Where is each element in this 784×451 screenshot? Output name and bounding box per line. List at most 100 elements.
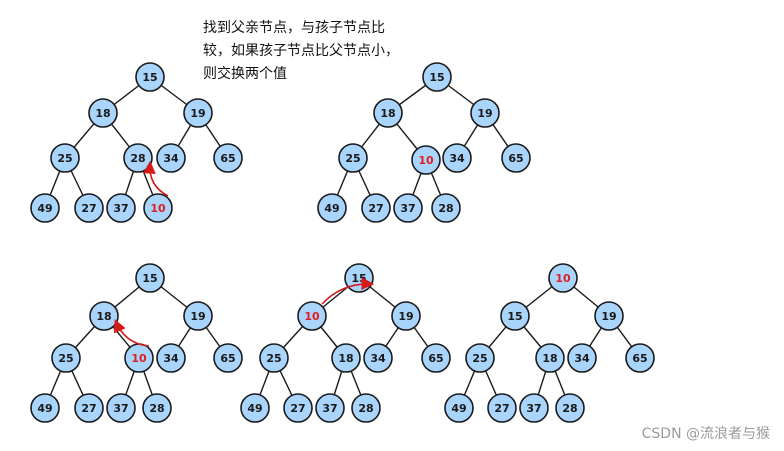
tree-node: 19: [183, 301, 213, 331]
node-circle: [625, 343, 655, 373]
node-label: 34: [163, 352, 179, 365]
node-circle: [183, 301, 213, 331]
tree-node: 19: [594, 301, 624, 331]
tree-node: 10: [297, 301, 327, 331]
node-label: 19: [190, 310, 205, 323]
node-label: 34: [163, 152, 179, 165]
node-circle: [30, 193, 60, 223]
node-label: 28: [438, 202, 453, 215]
node-label: 18: [380, 107, 395, 120]
node-label: 28: [130, 152, 145, 165]
node-label: 37: [113, 202, 128, 215]
tree-node: 10: [124, 343, 154, 373]
tree-node: 27: [361, 193, 391, 223]
tree-node: 34: [442, 143, 472, 173]
node-label: 25: [57, 152, 72, 165]
node-label: 34: [370, 352, 386, 365]
tree-node: 25: [259, 343, 289, 373]
node-circle: [411, 145, 441, 175]
node-label: 49: [324, 202, 339, 215]
tree-node: 10: [548, 263, 578, 293]
node-circle: [373, 98, 403, 128]
tree-node: 28: [142, 393, 172, 423]
node-label: 25: [345, 152, 360, 165]
swap-arrow: [113, 319, 150, 347]
node-label: 65: [508, 152, 523, 165]
node-circle: [51, 343, 81, 373]
tree-node: 28: [431, 193, 461, 223]
node-label: 10: [555, 272, 571, 285]
node-label: 19: [398, 310, 413, 323]
node-label: 28: [149, 402, 164, 415]
node-label: 25: [472, 352, 487, 365]
node-label: 10: [418, 154, 434, 167]
tree-node: 28: [555, 393, 585, 423]
node-circle: [363, 343, 393, 373]
node-circle: [501, 143, 531, 173]
tree-node: 25: [465, 343, 495, 373]
tree-node: 10: [143, 193, 173, 223]
node-circle: [331, 343, 361, 373]
node-circle: [519, 393, 549, 423]
node-circle: [548, 263, 578, 293]
node-circle: [470, 98, 500, 128]
node-label: 49: [37, 202, 52, 215]
node-label: 15: [429, 71, 444, 84]
node-label: 37: [322, 402, 337, 415]
tree-node: 65: [213, 343, 243, 373]
node-label: 27: [494, 402, 509, 415]
node-label: 18: [338, 352, 353, 365]
node-circle: [88, 98, 118, 128]
tree-node: 15: [135, 263, 165, 293]
swap-arrow: [321, 277, 375, 305]
node-label: 15: [142, 272, 157, 285]
node-circle: [259, 343, 289, 373]
node-circle: [351, 393, 381, 423]
node-label: 34: [574, 352, 590, 365]
node-label: 15: [351, 272, 366, 285]
tree-node: 37: [315, 393, 345, 423]
node-circle: [442, 143, 472, 173]
tree-node: 65: [501, 143, 531, 173]
tree-node: 34: [567, 343, 597, 373]
node-circle: [361, 193, 391, 223]
node-circle: [106, 393, 136, 423]
node-label: 10: [304, 310, 320, 323]
node-label: 65: [632, 352, 647, 365]
instruction-line-2: 较，如果孩子节点比父节点小，: [203, 43, 399, 59]
node-circle: [135, 263, 165, 293]
tree-node: 15: [500, 301, 530, 331]
node-label: 49: [451, 402, 466, 415]
node-label: 27: [81, 402, 96, 415]
node-circle: [535, 343, 565, 373]
tree-node: 18: [373, 98, 403, 128]
tree-node: 37: [393, 193, 423, 223]
node-label: 27: [290, 402, 305, 415]
node-circle: [283, 393, 313, 423]
node-circle: [106, 193, 136, 223]
node-label: 15: [507, 310, 522, 323]
node-circle: [156, 343, 186, 373]
node-circle: [487, 393, 517, 423]
tree-node: 18: [88, 98, 118, 128]
node-circle: [431, 193, 461, 223]
tree-node: 19: [470, 98, 500, 128]
tree-node: 49: [444, 393, 474, 423]
tree-node: 10: [411, 145, 441, 175]
tree-node: 65: [625, 343, 655, 373]
node-label: 27: [368, 202, 383, 215]
tree-node: 19: [391, 301, 421, 331]
node-label: 28: [562, 402, 577, 415]
node-label: 25: [266, 352, 281, 365]
node-circle: [74, 193, 104, 223]
node-circle: [135, 62, 165, 92]
tree-node: 28: [123, 143, 153, 173]
tree-node: 49: [30, 193, 60, 223]
tree-node: 25: [50, 143, 80, 173]
node-circle: [143, 193, 173, 223]
node-label: 10: [150, 202, 166, 215]
tree-node: 34: [156, 343, 186, 373]
tree-node: 49: [317, 193, 347, 223]
tree-node: 27: [74, 393, 104, 423]
